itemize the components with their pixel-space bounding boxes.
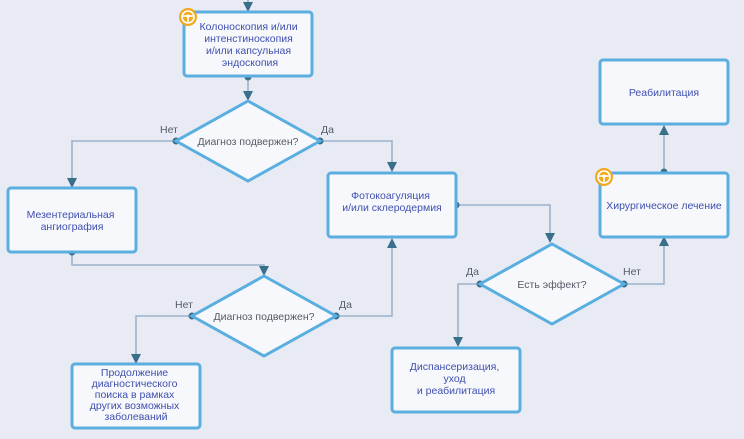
connector-diagnosis2-yes-to-photocoag bbox=[336, 238, 397, 317]
effect-diamond bbox=[476, 242, 628, 326]
rehab-box bbox=[598, 58, 730, 126]
colonoscopy-label: Колоноскопия и/или интенстиноскопия и/ил… bbox=[200, 21, 301, 69]
dispensary-label: Диспансеризация, уход и реабилитация bbox=[410, 361, 502, 397]
connector-mesenteric-to-diagnosis2 bbox=[71, 252, 269, 276]
connector-diagnosis1-no-to-mesenteric bbox=[67, 140, 176, 188]
eff-no-label: Нет bbox=[623, 266, 641, 278]
diagnosis1-label: Диагноз подвержен? bbox=[198, 136, 299, 148]
photocoag-label: Фотокоагуляция и/или склеродермия bbox=[342, 190, 442, 214]
steering-wheel-icon bbox=[595, 168, 613, 186]
mesenteric-box bbox=[6, 186, 138, 254]
d1-no-label: Нет bbox=[160, 124, 178, 136]
d2-no-label: Нет bbox=[175, 299, 193, 311]
diagnosis1-diamond bbox=[172, 99, 324, 183]
connector-photocoag-to-effect bbox=[456, 204, 555, 243]
rehab-label: Реабилитация bbox=[629, 87, 699, 99]
surgery-label: Хирургическое лечение bbox=[606, 200, 722, 212]
continue-label: Продолжение диагностического поиска в ра… bbox=[90, 367, 182, 423]
continue-box bbox=[70, 362, 202, 430]
connector-diagnosis1-yes-to-photocoag bbox=[320, 140, 397, 172]
diagnosis2-label: Диагноз подвержен? bbox=[214, 311, 315, 323]
d1-yes-label: Да bbox=[321, 124, 334, 136]
dispensary-box bbox=[390, 346, 522, 414]
steering-wheel-icon bbox=[179, 8, 197, 26]
connector-diagnosis2-no-to-continue bbox=[131, 315, 192, 364]
diagnosis2-diamond bbox=[188, 274, 340, 358]
connector-effect-yes-to-dispensary bbox=[453, 283, 480, 347]
eff-yes-label: Да bbox=[466, 266, 479, 278]
surgery-box bbox=[598, 171, 730, 239]
effect-label: Есть эффект? bbox=[517, 279, 586, 291]
photocoag-box bbox=[326, 171, 458, 239]
connector-effect-no-to-surgery bbox=[624, 236, 669, 285]
colonoscopy-box bbox=[182, 10, 314, 78]
d2-yes-label: Да bbox=[339, 299, 352, 311]
mesenteric-label: Мезентериальная ангиография bbox=[27, 209, 118, 233]
